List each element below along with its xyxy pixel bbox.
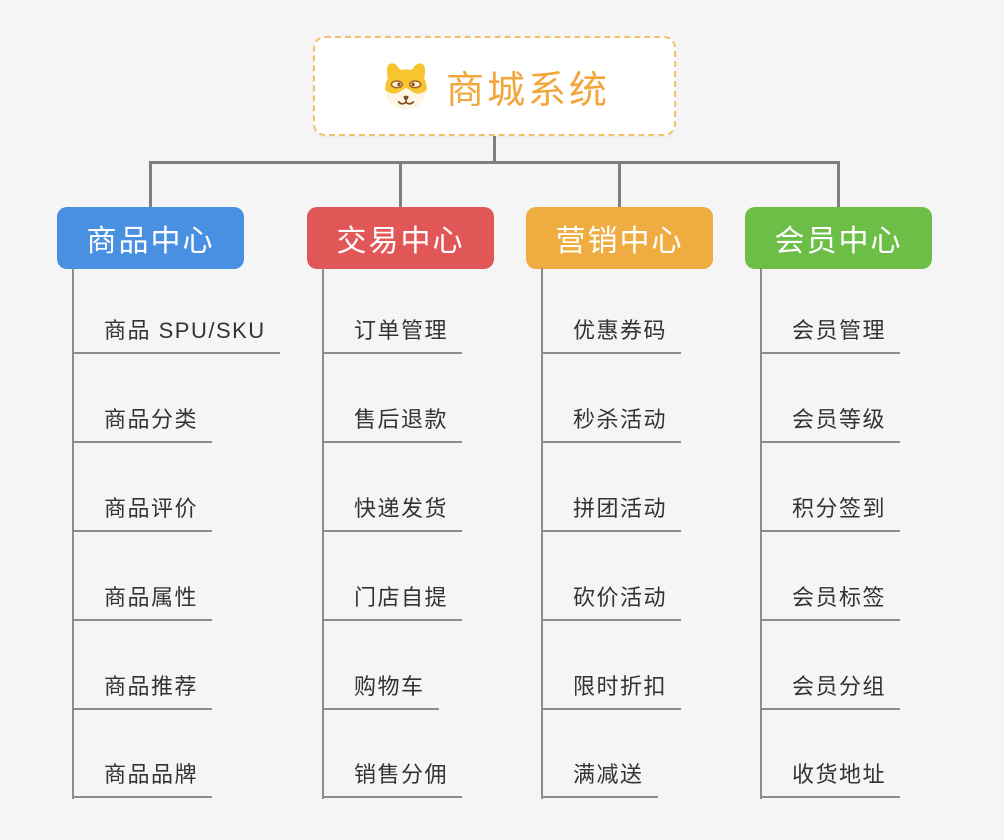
connector-drop-trade bbox=[399, 163, 402, 207]
leaf-item[interactable]: 商品品牌 bbox=[72, 762, 213, 798]
branch-trunk-line bbox=[72, 268, 74, 799]
connector-root-stem bbox=[493, 136, 496, 162]
branch-label: 营销中心 bbox=[555, 225, 684, 258]
branch-label: 商品中心 bbox=[86, 225, 215, 258]
connector-drop-marketing bbox=[618, 163, 621, 207]
leaf-item[interactable]: 订单管理 bbox=[322, 318, 463, 354]
leaf-item[interactable]: 会员管理 bbox=[760, 318, 901, 354]
leaf-item[interactable]: 优惠券码 bbox=[541, 318, 682, 354]
branch-trunk-line bbox=[760, 268, 762, 799]
branch-trunk-line bbox=[322, 268, 324, 799]
leaf-item[interactable]: 销售分佣 bbox=[322, 762, 463, 798]
leaf-item[interactable]: 商品评价 bbox=[72, 496, 213, 532]
leaf-item[interactable]: 会员等级 bbox=[760, 407, 901, 443]
branch-box-marketing-center[interactable]: 营销中心 bbox=[526, 207, 713, 269]
branch-label: 会员中心 bbox=[774, 225, 903, 258]
leaf-item[interactable]: 满减送 bbox=[541, 762, 658, 798]
shiba-dog-icon bbox=[385, 63, 427, 110]
leaf-item[interactable]: 秒杀活动 bbox=[541, 407, 682, 443]
leaf-item[interactable]: 限时折扣 bbox=[541, 674, 682, 710]
leaf-item[interactable]: 购物车 bbox=[322, 674, 439, 710]
connector-drop-product bbox=[149, 163, 152, 207]
leaf-item[interactable]: 会员标签 bbox=[760, 585, 901, 621]
leaf-item[interactable]: 门店自提 bbox=[322, 585, 463, 621]
leaf-item[interactable]: 商品推荐 bbox=[72, 674, 213, 710]
branch-box-trade-center[interactable]: 交易中心 bbox=[307, 207, 494, 269]
leaf-item[interactable]: 拼团活动 bbox=[541, 496, 682, 532]
leaf-item[interactable]: 会员分组 bbox=[760, 674, 901, 710]
branch-box-member-center[interactable]: 会员中心 bbox=[745, 207, 932, 269]
leaf-item[interactable]: 积分签到 bbox=[760, 496, 901, 532]
branch-trunk-line bbox=[541, 268, 543, 799]
branch-label: 交易中心 bbox=[336, 225, 465, 258]
branch-box-product-center[interactable]: 商品中心 bbox=[57, 207, 244, 269]
connector-horizontal-bar bbox=[149, 161, 840, 164]
leaf-item[interactable]: 收货地址 bbox=[760, 762, 901, 798]
leaf-item[interactable]: 商品属性 bbox=[72, 585, 213, 621]
leaf-item[interactable]: 售后退款 bbox=[322, 407, 463, 443]
root-label: 商城系统 bbox=[445, 69, 610, 112]
leaf-item[interactable]: 商品 SPU/SKU bbox=[72, 318, 280, 354]
leaf-item[interactable]: 砍价活动 bbox=[541, 585, 682, 621]
connector-drop-member bbox=[837, 163, 840, 207]
root-node[interactable]: 商城系统 bbox=[313, 36, 676, 136]
leaf-item[interactable]: 快递发货 bbox=[322, 496, 463, 532]
leaf-item[interactable]: 商品分类 bbox=[72, 407, 213, 443]
